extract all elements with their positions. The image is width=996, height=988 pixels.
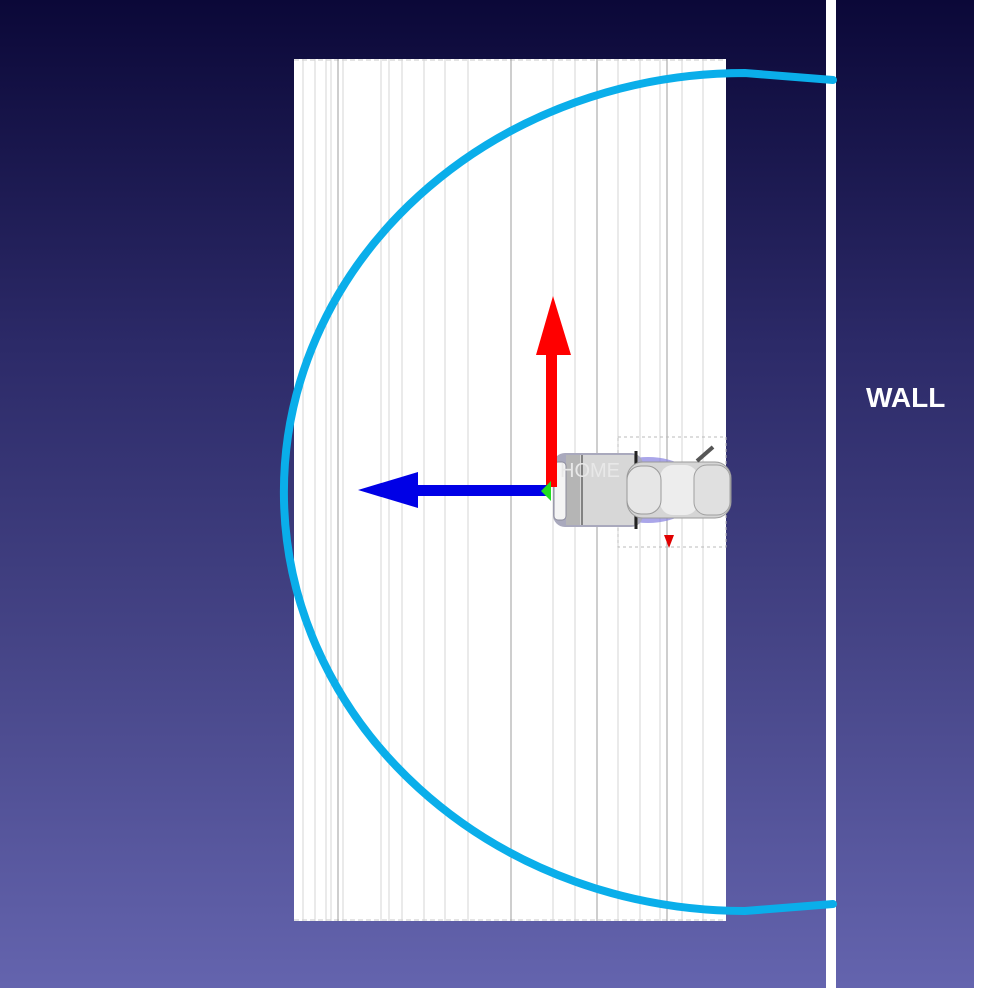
x-axis-arrow-icon xyxy=(536,296,571,487)
origin-marker-icon xyxy=(541,481,551,501)
robot-arm-icon[interactable]: HOME xyxy=(553,436,732,548)
reach-arc xyxy=(279,68,837,916)
home-label: HOME xyxy=(560,460,620,482)
wall-label: WALL xyxy=(866,382,946,413)
wall-line xyxy=(826,0,836,988)
right-edge-strip xyxy=(974,0,996,988)
z-axis-arrow-icon xyxy=(358,472,551,508)
